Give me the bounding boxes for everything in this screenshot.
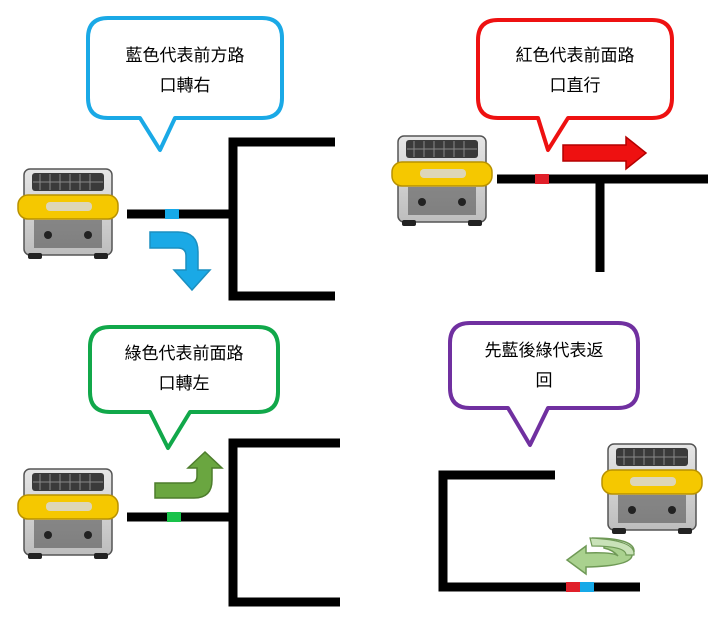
robot-icon [391, 135, 493, 227]
bubble-text-bottom-left: 綠色代表前面路 口轉左 [100, 339, 268, 399]
robot-icon [601, 443, 703, 535]
bubble-line-2: 口直行 [549, 76, 601, 96]
bubble-line-2: 回 [535, 371, 553, 391]
bubble-line-1: 先藍後綠代表返 [484, 341, 604, 361]
speech-bubble-bottom-left [88, 325, 280, 450]
bubble-text-top-right: 紅色代表前面路 口直行 [488, 41, 662, 101]
panel-top-left [17, 16, 335, 301]
speech-bubble-top-left [86, 16, 284, 152]
track-top-left [127, 137, 335, 301]
bubble-text-top-left: 藍色代表前方路 口轉右 [98, 41, 272, 101]
speech-bubble-bottom-right [448, 321, 640, 447]
panel-bottom-left [17, 325, 340, 607]
bubble-line-1: 藍色代表前方路 [125, 46, 245, 66]
track-top-right [497, 174, 708, 272]
speech-bubble-top-right [476, 18, 674, 152]
color-marker-green [167, 512, 181, 522]
bubble-text-bottom-right: 先藍後綠代表返 回 [460, 336, 628, 396]
bubble-line-2: 口轉右 [159, 76, 211, 96]
bubble-line-1: 紅色代表前面路 [515, 46, 635, 66]
panel-top-right [391, 18, 708, 272]
turn-right-arrow-icon [149, 231, 212, 292]
track-bottom-left [127, 438, 340, 607]
color-marker-blue [165, 209, 179, 219]
turn-left-arrow-icon [154, 450, 224, 499]
panel-bottom-right [438, 321, 703, 592]
straight-arrow-icon [562, 135, 648, 171]
bubble-line-2: 口轉左 [158, 374, 210, 394]
color-marker-blue [580, 582, 594, 592]
color-marker-red [566, 582, 580, 592]
color-marker-red [535, 174, 549, 184]
track-bottom-right [438, 470, 640, 592]
robot-icon [17, 168, 119, 260]
bubble-line-1: 綠色代表前面路 [124, 344, 244, 364]
robot-icon [17, 468, 119, 560]
